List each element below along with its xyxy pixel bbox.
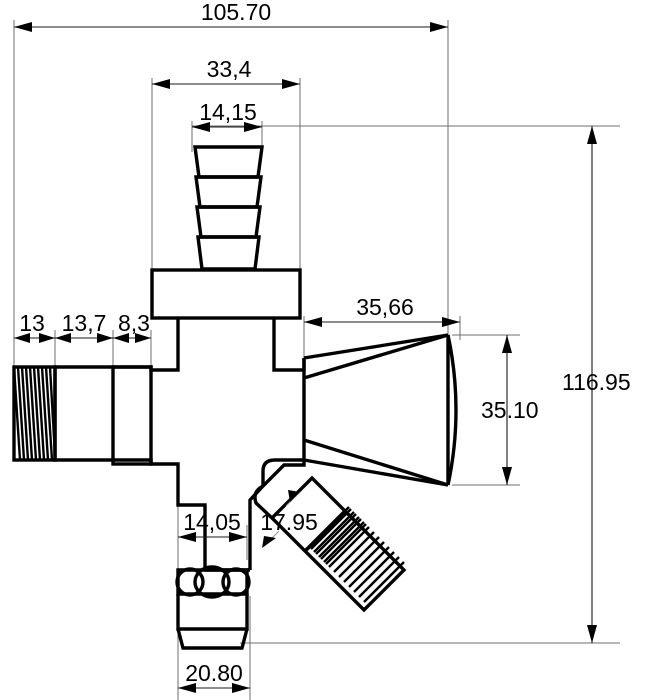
barb-step-2 <box>194 175 263 209</box>
dim-nozzle-diameter: 35.10 <box>481 335 539 485</box>
dim-label-outlet-diameter: 20.80 <box>185 660 243 686</box>
arrow-bottom-overall-height <box>587 625 597 643</box>
aerator-hole-left <box>175 567 205 597</box>
dim-collar-width: 8,3 <box>113 310 151 343</box>
nozzle-rim-arc <box>446 334 458 486</box>
arrow-left-nozzle <box>304 317 322 327</box>
dim-nozzle-length: 35,66 <box>304 294 460 327</box>
dim-thread-length: 13 <box>14 310 55 343</box>
aerator-hole-band <box>176 568 249 596</box>
arrow-left-flange <box>152 79 170 89</box>
arrow-left-outlet-dia <box>178 683 196 693</box>
dim-shank-length: 13,7 <box>55 310 113 343</box>
dim-label-flange-width: 33,4 <box>207 56 252 82</box>
dim-overall-width: 105.70 <box>14 0 448 32</box>
arrow-right-flange <box>282 79 300 89</box>
collar-block <box>111 365 153 466</box>
arrow-right-shank <box>97 333 113 343</box>
aerator-mid-body <box>176 594 249 631</box>
dim-flange-width: 33,4 <box>152 56 300 89</box>
nozzle-inner-bottom-edge <box>303 438 449 487</box>
port-link-arm <box>261 458 304 486</box>
nozzle-inner-top-edge <box>303 333 449 380</box>
part-geometry <box>12 145 458 650</box>
dim-barb-width: 14,15 <box>192 99 262 132</box>
arrow-right-overall <box>430 22 448 32</box>
arrow-left-outlet-offset <box>178 532 196 542</box>
dim-label-port-offset: 17.95 <box>260 509 318 535</box>
extension-lines <box>13 20 620 700</box>
aerator-taper <box>176 628 249 650</box>
body-lower-right-profile <box>248 460 306 570</box>
dim-label-nozzle-diameter: 35.10 <box>481 397 539 423</box>
arrow-upper-port-offset <box>288 490 300 502</box>
arrow-left-thread <box>14 333 30 343</box>
dim-label-shank-length: 13,7 <box>62 310 107 336</box>
dim-port-offset: 17.95 <box>260 490 318 548</box>
dim-label-overall-height: 116.95 <box>562 369 631 395</box>
arrow-top-overall-height <box>587 126 597 144</box>
dim-overall-height: 116.95 <box>562 126 631 643</box>
flange-block <box>150 268 302 320</box>
arrow-bottom-nozzle-dia <box>502 467 512 485</box>
arrow-lower-port-offset <box>262 536 276 548</box>
dim-label-nozzle-length: 35,66 <box>356 294 414 320</box>
body-left-profile <box>53 318 207 570</box>
arrow-left-collar <box>113 333 129 343</box>
thread-hatch-lines <box>12 366 57 461</box>
aerator-hole-right <box>221 567 251 597</box>
arrow-right-outlet-offset <box>229 532 247 542</box>
body-right-neck <box>272 318 306 372</box>
port-barrel <box>269 475 407 613</box>
dim-label-collar-width: 8,3 <box>118 310 150 336</box>
male-thread <box>12 365 57 462</box>
arrow-top-nozzle-dia <box>502 335 512 353</box>
angled-port <box>253 475 407 613</box>
arrow-right-nozzle <box>442 317 460 327</box>
arrow-right-barb <box>244 122 262 132</box>
dim-label-overall-width: 105.70 <box>201 0 271 25</box>
port-elbow-curve <box>253 484 274 520</box>
aerator-hole-center <box>193 565 231 599</box>
dim-outlet-offset: 14,05 <box>178 509 247 542</box>
arrow-right-thread <box>39 333 55 343</box>
dim-outlet-diameter: 20.80 <box>178 660 250 693</box>
conical-nozzle <box>302 333 458 487</box>
arrow-left-shank <box>55 333 71 343</box>
aerator-outlet <box>175 565 251 650</box>
hose-barb <box>193 145 264 271</box>
arrow-left-barb <box>192 122 210 132</box>
nozzle-bottom-edge <box>303 458 449 487</box>
dim-label-outlet-offset: 14,05 <box>183 509 241 535</box>
dim-label-barb-width: 14,15 <box>199 99 257 125</box>
dimension-lines: 105.70 33,4 14,15 13 <box>14 0 631 693</box>
port-knurl-lines <box>306 506 405 603</box>
barb-step-3 <box>195 205 262 239</box>
dim-label-thread-length: 13 <box>19 310 45 336</box>
barb-step-4 <box>196 235 261 271</box>
arrow-right-collar <box>135 333 151 343</box>
nozzle-top-edge <box>303 333 449 360</box>
barb-step-1 <box>193 145 264 179</box>
arrow-right-outlet-dia <box>232 683 250 693</box>
arrow-left-overall <box>14 22 32 32</box>
